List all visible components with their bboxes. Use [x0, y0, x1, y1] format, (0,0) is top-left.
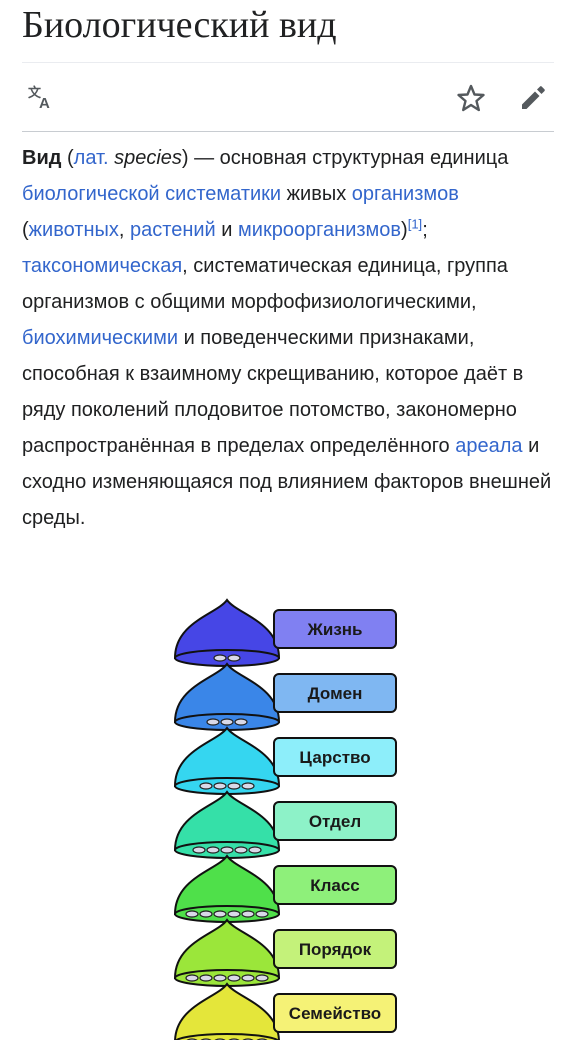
page-title: Биологический вид	[22, 4, 337, 46]
term: Вид	[22, 147, 62, 169]
cell-icon	[213, 782, 227, 790]
link-organisms[interactable]: организмов	[351, 183, 459, 205]
svg-text:文: 文	[28, 85, 42, 100]
rank-box-3	[273, 737, 397, 777]
link-taxonomic[interactable]: таксономическая	[22, 255, 183, 277]
rank-label: Порядок	[299, 940, 372, 959]
cell-icon	[234, 846, 248, 854]
cell-icon	[185, 974, 199, 982]
text: ,	[118, 219, 131, 241]
rank-label: Царство	[299, 748, 370, 767]
link-animals[interactable]: животных	[28, 219, 119, 241]
cell-icon	[220, 846, 234, 854]
rank-label: Жизнь	[307, 620, 363, 639]
cell-icon	[255, 910, 269, 918]
translate-icon[interactable]: 文 A	[26, 83, 56, 113]
cell-icon	[206, 718, 220, 726]
cell-icon	[206, 846, 220, 854]
rank-label: Класс	[310, 876, 360, 895]
cell-icon	[255, 974, 269, 982]
text: и сходно изменяющаяся под влиянием факто…	[22, 435, 552, 529]
link-microorganisms[interactable]: микроорганизмов	[238, 219, 402, 241]
cell-icon	[227, 654, 241, 662]
cell-icon	[227, 974, 241, 982]
cell-icon	[234, 718, 248, 726]
cell-icon	[213, 654, 227, 662]
text: и	[215, 219, 239, 241]
text: ) — основная структурная единица	[181, 147, 509, 169]
rank-box-2	[273, 673, 397, 713]
rank-box-7	[273, 993, 397, 1033]
rank-label: Семейство	[289, 1004, 381, 1023]
text: (	[61, 147, 74, 169]
text: и поведенческими признаками, способная к…	[22, 327, 524, 457]
rank-label: Отдел	[309, 812, 361, 831]
cell-icon	[199, 782, 213, 790]
link-plants[interactable]: растений	[130, 219, 216, 241]
cell-icon	[241, 782, 255, 790]
link-latin[interactable]: лат.	[73, 147, 109, 169]
taxonomy-diagram: ЖизньДоменЦарствоОтделКлассПорядокСемейс…	[173, 598, 397, 1040]
text: живых	[281, 183, 352, 205]
rank-label: Домен	[308, 684, 363, 703]
link-biochemical[interactable]: биохимическими	[22, 327, 179, 349]
cell-icon	[213, 974, 227, 982]
cell-icon	[199, 910, 213, 918]
link-areal[interactable]: ареала	[455, 435, 523, 457]
pencil-icon[interactable]	[518, 83, 548, 113]
cell-icon	[199, 974, 213, 982]
star-icon[interactable]	[456, 83, 486, 113]
page-actions-toolbar: 文 A	[22, 62, 554, 132]
svg-text:A: A	[39, 95, 50, 112]
link-systematics[interactable]: биологической систематики	[22, 183, 282, 205]
rank-box-5	[273, 865, 397, 905]
article-lead: Вид (лат. species) — основная структурна…	[22, 140, 558, 536]
text: , систематическая единица, группа органи…	[22, 255, 508, 313]
cell-icon	[227, 782, 241, 790]
cell-icon	[248, 846, 262, 854]
text: )	[401, 219, 408, 241]
cell-icon	[241, 910, 255, 918]
reference-link[interactable]: [1]	[407, 216, 423, 232]
cell-icon	[220, 718, 234, 726]
text: ;	[422, 219, 428, 241]
rank-labels: ЖизньДоменЦарствоОтделКлассПорядокСемейс…	[273, 609, 397, 1033]
cell-icon	[241, 974, 255, 982]
cell-icon	[213, 910, 227, 918]
bell-7	[174, 982, 280, 1040]
bell-stack	[173, 598, 281, 1040]
lead-paragraph: Вид (лат. species) — основная структурна…	[22, 140, 558, 536]
text: (	[22, 219, 29, 241]
rank-box-1	[273, 609, 397, 649]
cell-icon	[192, 846, 206, 854]
cell-icon	[185, 910, 199, 918]
cell-icon	[227, 910, 241, 918]
bell-base-7	[174, 1033, 280, 1040]
rank-box-4	[273, 801, 397, 841]
rank-box-6	[273, 929, 397, 969]
latin-word: species	[114, 147, 182, 169]
